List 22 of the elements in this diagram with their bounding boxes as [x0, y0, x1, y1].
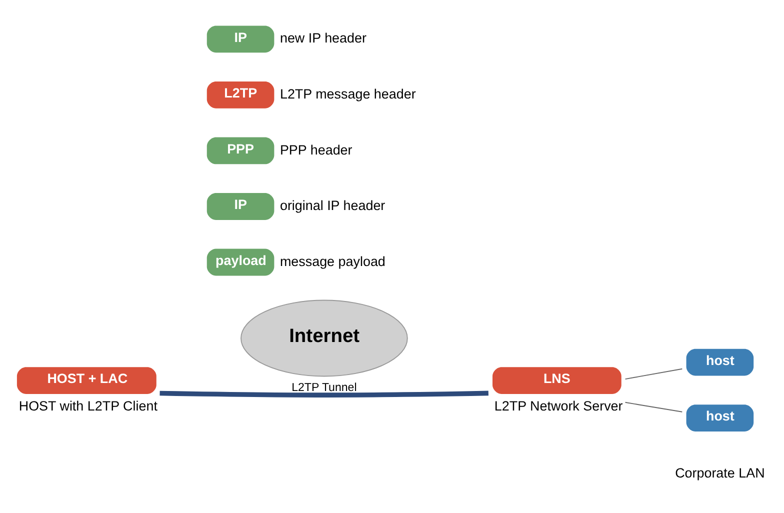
connector	[160, 390, 488, 398]
node-box: PPP	[206, 137, 274, 164]
node-box: HOST + LAC	[16, 367, 156, 394]
node-label: message payload	[280, 254, 386, 269]
node-box: L2TP	[206, 81, 274, 108]
node-label: new IP header	[280, 30, 366, 46]
node-box: IP	[206, 193, 274, 220]
node-label: HOST with L2TP Client	[18, 398, 158, 414]
label: Corporate LAN	[675, 465, 765, 480]
connector	[624, 402, 683, 412]
node-label: L2TP Network Server	[494, 398, 623, 414]
node-box: payload	[206, 248, 274, 276]
node-box: host	[686, 404, 754, 432]
node-box: LNS	[492, 367, 622, 394]
node-ellipse: Internet	[240, 300, 408, 377]
node-label: PPP header	[280, 142, 352, 158]
node-box: IP	[206, 26, 274, 53]
node-label: L2TP message header	[280, 86, 416, 102]
connector	[624, 368, 683, 380]
node-label: original IP header	[280, 198, 386, 214]
edge-label: L2TP Tunnel	[292, 382, 357, 394]
node-box: host	[686, 348, 754, 376]
